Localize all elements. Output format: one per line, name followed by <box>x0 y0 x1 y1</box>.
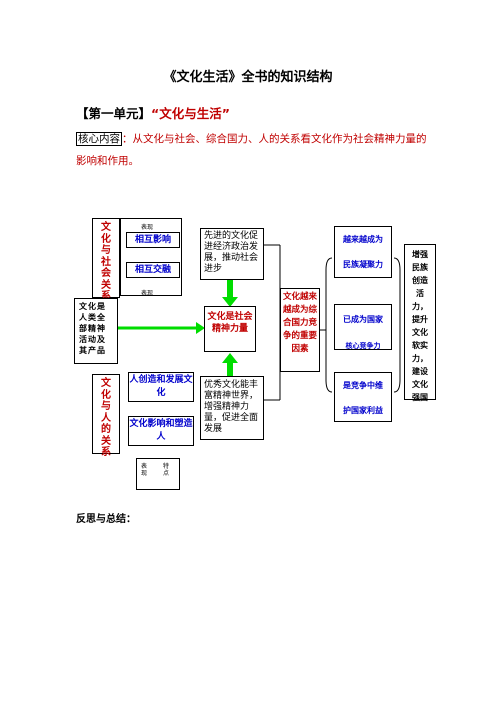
label-top-small1: 表现 <box>141 224 154 231</box>
box-final-goal: 增强民族创造活力，提升文化软实力，建设文化强国 <box>404 244 436 402</box>
box-cohesion: 越来越成为 民族凝聚力 <box>334 226 392 278</box>
box-culture-shapes: 文化影响和塑造人 <box>128 416 194 446</box>
box-core-competitiveness: 已成为国家 核心竞争力 <box>334 304 392 350</box>
core-label: 核心内容 <box>76 132 122 146</box>
box-national-interest: 是竞争中维 护国家利益 <box>334 372 392 422</box>
label-interest-b: 护国家利益 <box>343 406 383 415</box>
core-text: ：从文化与社会、综合国力、人的关系看文化作为社会精神力量的影响和作用。 <box>76 133 427 167</box>
page-title: 《文化生活》全书的知识结构 <box>163 70 333 85</box>
box-mutual-influence: 相互影响 <box>126 232 180 248</box>
label-interest-a: 是竞争中维 <box>343 381 383 390</box>
label-bottom-small1: 表现 <box>141 463 148 477</box>
label-core-b: 核心竞争力 <box>345 342 381 350</box>
group-relations-top <box>120 218 182 296</box>
box-culture-society: 文化与社会关系 <box>92 218 120 302</box>
box-mutual-fusion: 相互交融 <box>126 262 180 278</box>
label-cohesion-a: 越来越成为 <box>343 235 383 244</box>
reflection-label: 反思与总结： <box>76 514 136 525</box>
label-culture-society: 文化与社会关系 <box>101 222 111 302</box>
unit-prefix: 【第一单元】 <box>76 106 152 121</box>
label-core-a: 已成为国家 <box>343 315 383 324</box>
box-competition: 文化越来越成为综合国力竞争的重要因素 <box>280 288 320 372</box>
label-top-small2: 表现 <box>141 290 154 297</box>
unit-title: “文化与生活” <box>151 106 230 121</box>
box-spiritual-force: 文化是社会精神力量 <box>204 306 256 352</box>
label-cohesion-b: 民族凝聚力 <box>343 260 383 269</box>
box-bottom-small: 表现 特点 <box>136 458 180 490</box>
core-content: 核心内容：从文化与社会、综合国力、人的关系看文化作为社会精神力量的影响和作用。 <box>76 128 436 172</box>
box-culture-human: 文化与人的关系 <box>92 374 120 458</box>
box-human-creates: 人创造和发展文化 <box>128 372 194 402</box>
unit-heading: 【第一单元】“文化与生活” <box>76 103 230 122</box>
box-excellent-culture: 优秀文化能丰富精神世界，增强精神力量，促进全面发展 <box>200 376 264 440</box>
label-bottom-small2: 特点 <box>163 463 170 477</box>
box-advanced-culture: 先进的文化促进经济政治发展，推动社会进步 <box>200 228 264 280</box>
label-culture-human: 文化与人的关系 <box>101 378 111 458</box>
box-culture-definition: 文化是人类全部精神活动及其产品 <box>74 298 118 364</box>
